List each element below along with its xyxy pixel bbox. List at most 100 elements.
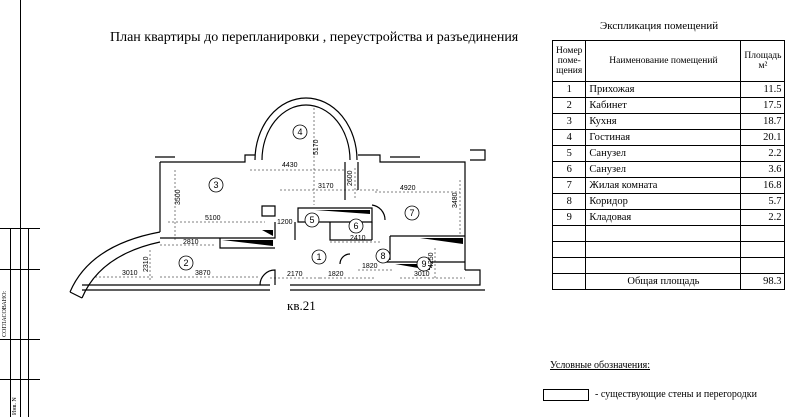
room-number: 3 (213, 180, 218, 190)
wall-fill (420, 238, 463, 244)
door (371, 204, 386, 221)
room-area-cell: 11.5 (740, 81, 786, 98)
room-number: 6 (353, 221, 358, 231)
empty-cell (740, 257, 786, 274)
room-marker (178, 255, 194, 271)
room-number-cell: 3 (551, 113, 587, 130)
dimension-label: 3010 (122, 270, 138, 277)
dimension-label: 2410 (350, 235, 366, 242)
room-name-cell: Коридор (585, 193, 742, 210)
wall (261, 104, 351, 161)
room-number-cell: 9 (551, 209, 587, 226)
window (470, 149, 486, 161)
room-name-cell: Жилая комната (585, 177, 742, 194)
approval-stamp: СОГЛАСОВАНО: Инв. N (0, 228, 40, 417)
room-marker (304, 212, 320, 228)
empty-cell (551, 273, 587, 290)
explication-table: Номер поме-щения Наименование помещений … (551, 40, 786, 290)
door (259, 269, 276, 286)
apartment-label: кв.21 (287, 298, 316, 313)
room-number: 7 (409, 208, 414, 218)
wall (69, 291, 83, 299)
table-row-empty (551, 241, 786, 258)
table-row-empty (551, 225, 786, 242)
room-marker (404, 205, 420, 221)
room-name-cell: Гостиная (585, 129, 742, 146)
wall (160, 154, 255, 163)
wall (82, 269, 481, 286)
dimension-label: 3500 (175, 189, 182, 205)
dimension-label: 2170 (287, 271, 303, 278)
dimension-label: 2600 (347, 170, 354, 186)
room-number: 2 (183, 258, 188, 268)
wall-fill (262, 230, 273, 236)
total-area-cell: 98.3 (740, 273, 786, 290)
room-area-cell: 2.2 (740, 145, 786, 162)
room-name-cell: Санузел (585, 161, 742, 178)
room-number: 4 (297, 127, 302, 137)
stamp-column (20, 229, 21, 417)
empty-cell (740, 241, 786, 258)
stamp-column (10, 229, 11, 417)
room-area-cell: 3.6 (740, 161, 786, 178)
dimension-label: 1200 (277, 219, 293, 226)
wall (358, 154, 466, 270)
dimension-label: 2810 (183, 239, 199, 246)
room-name-cell: Кладовая (585, 209, 742, 226)
partition (344, 162, 359, 200)
room-area-cell: 18.7 (740, 113, 786, 130)
room-area-cell: 20.1 (740, 129, 786, 146)
wall (69, 231, 161, 293)
room-number: 9 (421, 259, 426, 269)
stamp-column (28, 229, 29, 417)
empty-cell (585, 241, 742, 258)
room-name-cell: Прихожая (585, 81, 742, 98)
dimension-label: 3480 (452, 192, 459, 208)
empty-cell (585, 257, 742, 274)
wall-fill (222, 240, 273, 246)
dimension-label: 4430 (282, 162, 298, 169)
partition (297, 207, 373, 223)
room-number-cell: 2 (551, 97, 587, 114)
room-number-cell: 5 (551, 145, 587, 162)
room-number: 1 (316, 252, 321, 262)
dimension-label: 3870 (195, 270, 211, 277)
header-room-number: Номер поме-щения (551, 40, 587, 82)
explication-title: Экспликация помещений (600, 20, 719, 32)
empty-cell (585, 225, 742, 242)
dimension-label: 1820 (362, 263, 378, 270)
room-number: 5 (309, 215, 314, 225)
room-marker (208, 177, 224, 193)
room-number-cell: 7 (551, 177, 587, 194)
room-area-cell: 17.5 (740, 97, 786, 114)
plan-title: План квартиры до перепланировки , переус… (110, 30, 519, 45)
header-area: Площадь м² (740, 40, 786, 82)
partition (160, 222, 373, 241)
room-number-cell: 1 (551, 81, 587, 98)
room-marker (375, 248, 391, 264)
empty-cell (740, 225, 786, 242)
dimension-label: 3170 (318, 183, 334, 190)
total-label-cell: Общая площадь (585, 273, 742, 290)
room-area-cell: 2.2 (740, 209, 786, 226)
room-number-cell: 6 (551, 161, 587, 178)
room-marker (292, 124, 308, 140)
sheet-border (20, 0, 21, 416)
empty-cell (551, 257, 587, 274)
dimension-label: 4920 (400, 185, 416, 192)
header-room-name: Наименование помещений (585, 40, 742, 82)
room-name-cell: Санузел (585, 145, 742, 162)
dimension-label: 2310 (143, 256, 150, 272)
wall-fill (315, 210, 370, 214)
empty-cell (551, 225, 587, 242)
dimension-label: 5170 (313, 139, 320, 155)
room-marker (348, 218, 364, 234)
legend-wall-text: - существующие стены и перегородки (595, 389, 757, 400)
